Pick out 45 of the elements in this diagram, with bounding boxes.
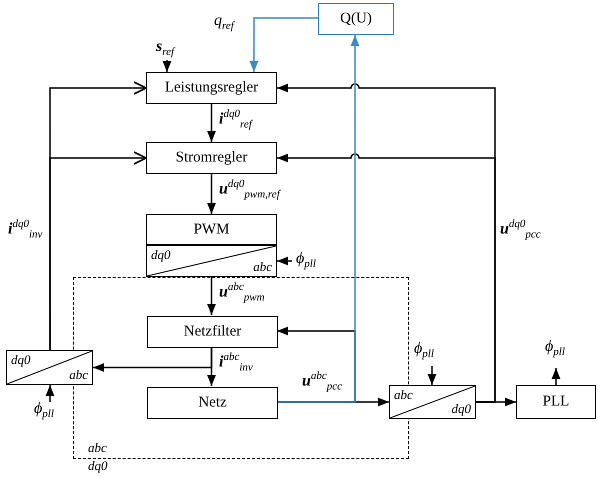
- transform-block: [389, 385, 476, 419]
- block-box: [516, 385, 596, 419]
- block-box: [146, 72, 277, 104]
- block-label: PLL: [542, 394, 570, 410]
- arrow: [207, 104, 216, 142]
- block-box: [146, 142, 277, 174]
- transform-label: abc: [69, 367, 88, 383]
- arrow: [93, 347, 212, 372]
- block-label: Stromregler: [174, 150, 248, 166]
- transform-block: [6, 350, 93, 385]
- signal-label: ϕ$_{pll}$: [296, 250, 316, 270]
- transform-block: [146, 245, 277, 277]
- arrow: [46, 385, 54, 402]
- arrow: [162, 60, 172, 72]
- block-label: Netz: [197, 394, 228, 412]
- transform-label: dq0: [151, 247, 170, 263]
- block-label: Q(U): [339, 10, 373, 28]
- arrow: [207, 277, 216, 315]
- frame-label: dq0: [88, 458, 108, 474]
- transform-label: dq0: [452, 401, 471, 417]
- arrow: [277, 35, 360, 403]
- block-label: Leistungsregler: [164, 80, 260, 96]
- signal-label: ϕ$_{pll}$: [545, 338, 565, 358]
- block-box: [147, 316, 278, 348]
- block-box: [146, 214, 277, 245]
- arrow: [277, 154, 496, 403]
- transform-label: dq0: [11, 352, 30, 368]
- signal-label: ϕ$_{pll}$: [414, 340, 434, 360]
- arrow: [277, 256, 292, 266]
- signal-label: s$_{ref}$: [156, 38, 174, 58]
- block-box: [318, 3, 394, 35]
- transform-label: abc: [253, 259, 272, 275]
- arrow: [476, 398, 516, 406]
- block-box: [147, 387, 278, 419]
- arrow: [49, 151, 147, 350]
- arrow: [428, 366, 436, 385]
- arrow: [250, 17, 318, 72]
- signal-label: ϕ$_{pll}$: [34, 400, 54, 420]
- frame-label: abc: [88, 440, 107, 456]
- block-label: Netzfilter: [182, 324, 242, 340]
- block-label: PWM: [192, 221, 230, 238]
- arrow: [207, 174, 216, 214]
- arrow: [552, 368, 560, 385]
- transform-label: abc: [394, 387, 413, 403]
- signal-label: q$_{ref}$: [214, 12, 234, 32]
